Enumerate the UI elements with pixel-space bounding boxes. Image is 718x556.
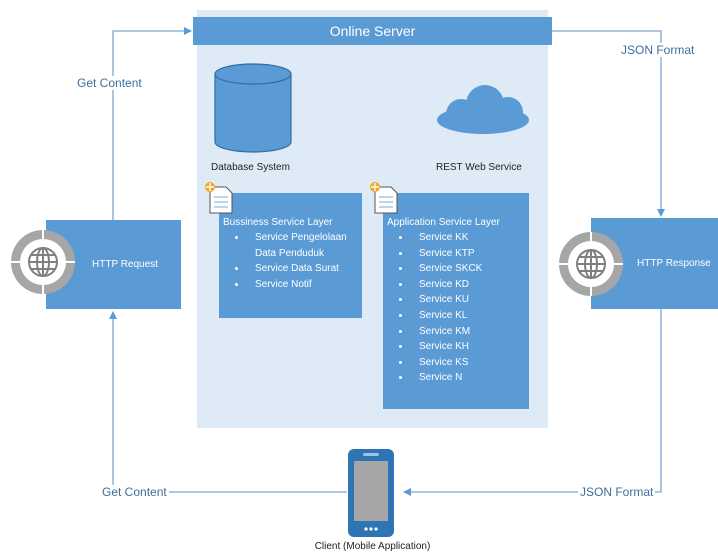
list-item: Service KM	[411, 324, 525, 340]
json-format-bottom-line	[403, 309, 662, 496]
list-item: Service KK	[411, 230, 525, 246]
get-content-bottom-label: Get Content	[100, 485, 169, 499]
client-label: Client (Mobile Application)	[314, 541, 431, 552]
get-content-top-line	[112, 27, 192, 220]
http-request-label: HTTP Request	[92, 259, 158, 270]
rest-label: REST Web Service	[436, 162, 522, 173]
json-format-top-label: JSON Format	[619, 43, 697, 57]
list-item: Service Pengelolaan Data Penduduk	[247, 230, 358, 261]
mobile-phone-icon	[348, 449, 394, 537]
list-item: Service N	[411, 370, 525, 386]
cloud-icon	[437, 85, 529, 134]
list-item: Service KS	[411, 355, 525, 371]
list-item: Service KH	[411, 339, 525, 355]
globe-icon	[559, 232, 623, 296]
json-format-bottom-label: JSON Format	[578, 485, 656, 499]
list-item: Service KD	[411, 277, 525, 293]
list-item: Service Notif	[247, 277, 358, 293]
business-layer-title: Bussiness Service Layer	[223, 217, 333, 228]
list-item: Service KU	[411, 292, 525, 308]
list-item: Service SKCK	[411, 261, 525, 277]
business-service-layer: Bussiness Service Layer Service Pengelol…	[219, 193, 362, 318]
http-response-label: HTTP Response	[637, 258, 711, 269]
application-layer-title: Application Service Layer	[387, 217, 500, 228]
document-icon	[205, 182, 233, 214]
document-icon	[370, 182, 398, 214]
list-item: Service KTP	[411, 246, 525, 262]
list-item: Service Data Surat	[247, 261, 358, 277]
json-format-top-line	[552, 30, 665, 217]
list-item: Service KL	[411, 308, 525, 324]
application-service-layer: Application Service Layer Service KK Ser…	[383, 193, 529, 409]
application-layer-list: Service KK Service KTP Service SKCK Serv…	[387, 230, 525, 386]
server-title: Online Server	[193, 17, 552, 45]
database-icon	[214, 63, 292, 153]
database-label: Database System	[211, 162, 290, 173]
business-layer-list: Service Pengelolaan Data Penduduk Servic…	[223, 230, 358, 292]
globe-icon	[11, 230, 75, 294]
get-content-top-label: Get Content	[75, 76, 144, 90]
